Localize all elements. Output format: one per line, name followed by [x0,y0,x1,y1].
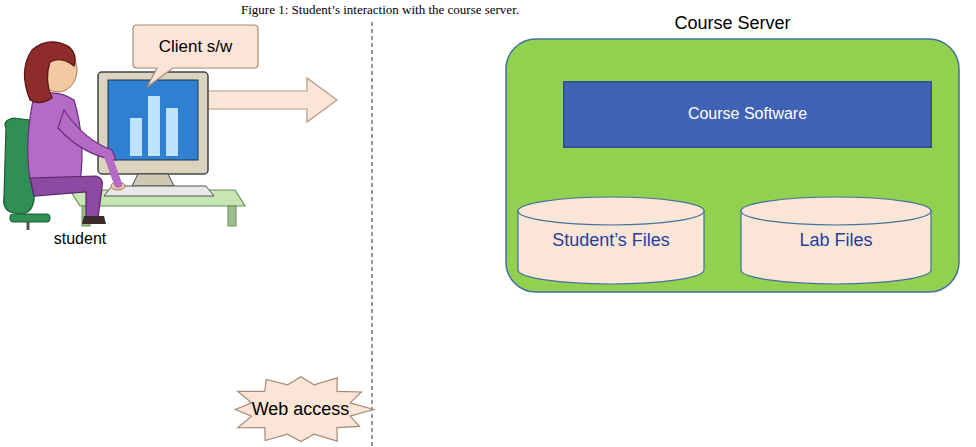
shoe [82,216,106,224]
chart-bar [148,96,160,156]
hair [24,42,75,103]
node-label: Web access [252,399,350,420]
legs [30,176,102,218]
software-rect [564,82,932,148]
monitor-stand [132,174,174,186]
callout-shape [133,25,258,87]
screen [108,80,198,160]
student-figure [4,42,245,230]
chart-bar [130,118,142,156]
starburst-shape [235,377,373,442]
server-box: Course SoftwareStudent’s Files Lab Files C… [505,8,960,293]
node-label: Course Software [688,105,807,123]
chart-bar [166,108,178,156]
server-heading: Course Server [505,8,960,38]
figure-label: student [40,230,120,248]
cylinder-top [741,197,931,225]
figure-title: Figure 1: Student’s interaction with the… [0,2,760,18]
starburst: Web access [227,372,375,447]
chair-post [27,222,30,230]
cylinder-top [518,197,704,225]
desk-leg [228,206,236,226]
callout-box: Client s/w [133,25,258,68]
node-label: Client s/w [159,37,233,57]
server-panel [506,39,959,292]
forearm [108,156,118,184]
node-label: Student’s Files [552,230,670,251]
node-label: Lab Files [799,230,872,251]
storage-cylinder: Student’s Files [517,196,705,285]
software-box: Course Software [563,81,932,148]
storage-cylinder: Lab Files [740,196,932,285]
boundary-line [372,22,373,447]
chair-seat [10,214,50,222]
